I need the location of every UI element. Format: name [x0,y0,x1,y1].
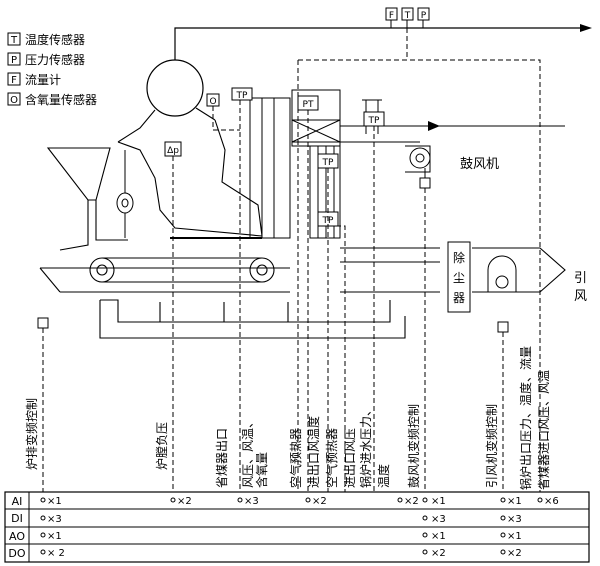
ai-count-8: ×6 [544,496,559,507]
label-furnace-pressure: 炉膛负压 [155,422,169,470]
top-sensor-f: F [389,11,394,21]
sensor-tp1: TP [236,91,248,101]
furnace-walls [117,119,263,239]
sensor-o: O [209,97,216,107]
legend-item-temperature: T 温度传感器 [7,32,85,47]
di-count-1: ×3 [47,514,62,525]
chain-grate [39,257,290,293]
label-econ-out-1: 省煤器出口 [215,428,229,488]
io-row-ao: AO [9,530,25,543]
ao-counts: ×1 ×1 ×1 [40,531,522,542]
ai-count-4: ×2 [312,496,327,507]
ai-count-2: ×2 [177,496,192,507]
label-airheater-3: 空气预热器 [324,428,339,488]
di-count-3: ×3 [507,514,522,525]
label-econ-out-3: 含氧量 [254,452,269,488]
legend-text-pressure: 压力传感器 [25,52,85,67]
air-inlet-duct [340,121,565,143]
ai-count-5: ×2 [404,496,419,507]
label-boiler-out-2: 省煤器进口风压、风温 [537,370,551,490]
ao-count-2: ×1 [431,531,446,542]
legend-symbol-p: P [11,55,17,66]
sensor-pt-tag: PT [297,95,319,111]
induced-fan-label-1: 引 [574,271,587,286]
label-blower-control: 鼓风机变频控制 [406,404,421,488]
label-feedwater-2: 温度 [376,464,391,488]
steam-outlet-pipe [174,24,592,60]
ai-count-7: ×1 [507,496,522,507]
label-airheater-1: 空气预热器 [288,428,303,488]
air-plenum [99,299,406,339]
legend-item-oxygen: O 含氧量传感器 [7,92,97,107]
dust-collector-char-2: 尘 [453,271,465,285]
ao-count-1: ×1 [47,531,62,542]
legend-symbol-t: T [10,35,18,46]
induced-draft-fan [487,255,517,293]
ai-count-6: ×1 [431,496,446,507]
label-feedwater-1: 锅炉进水压力、 [358,404,373,488]
induced-fan-label-2: 风 [574,289,587,304]
do-count-3: ×2 [507,548,522,559]
di-counts: ×3 ×3 ×3 [40,514,522,525]
sensor-pt: PT [303,100,314,110]
sensor-o-tag: O [206,93,220,107]
steam-drum [146,59,204,117]
legend-text-flow: 流量计 [25,73,61,87]
ao-count-3: ×1 [507,531,522,542]
ai-counts: ×1 ×2 ×3 ×2 ×2 ×1 ×1 ×6 [40,496,559,507]
legend-item-pressure: P 压力传感器 [7,52,85,67]
boiler-convection-bank [249,89,341,239]
label-econ-out-2: 风压、风温、 [241,416,255,488]
label-grate-control: 炉排变频控制 [24,398,39,470]
legend: T 温度传感器 P 压力传感器 F 流量计 O 含氧量传感器 [7,32,97,107]
legend-text-temperature: 温度传感器 [25,32,85,47]
label-airheater-4: 进出口风压 [343,428,357,488]
coal-hopper [46,147,128,251]
sensor-tp3: TP [322,158,334,168]
io-row-ai: AI [12,495,23,508]
io-table: AI DI AO DO ×1 ×2 ×3 ×2 ×2 ×1 ×1 ×6 ×3 [4,491,590,563]
dust-collector: 除 尘 器 [447,241,471,313]
vertical-labels: 炉排变频控制 炉膛负压 省煤器出口 风压、风温、 含氧量 空气预热器 进出口风温… [24,346,551,490]
legend-symbol-f: F [11,75,17,86]
do-count-1: × 2 [47,548,65,559]
top-sensor-p: P [421,11,427,21]
legend-text-oxygen: 含氧量传感器 [25,92,97,107]
io-row-di: DI [11,512,23,525]
legend-item-flow: F 流量计 [7,72,61,87]
induced-motor [497,321,509,333]
blower-fan [405,145,431,189]
sensor-tp3-tag: TP [317,153,339,169]
legend-symbol-o: O [10,95,18,106]
blower-label: 鼓风机 [460,157,499,172]
dust-collector-char-3: 器 [453,291,465,305]
sensor-tp2: TP [368,116,380,126]
grate-motor [37,317,49,329]
signal-lines [42,20,541,492]
label-induced-control: 引风机变频控制 [484,404,499,488]
io-row-do: DO [8,547,25,560]
furnace-dp-sensor: Δp [167,146,179,156]
ai-count-1: ×1 [47,496,62,507]
di-count-2: ×3 [431,514,446,525]
sensor-tp2-tag: TP [362,99,385,134]
furnace-pressure-tag: Δp [164,141,182,157]
label-boiler-out-1: 锅炉出口压力、温度、流量 [518,346,533,490]
sensor-tp1-tag: TP [231,87,253,101]
label-airheater-2: 进出口风温度 [306,416,321,488]
dust-collector-char-1: 除 [453,250,465,265]
ai-count-3: ×3 [244,496,259,507]
hopper-valve [116,150,134,238]
do-counts: × 2 ×2 ×2 [40,548,522,559]
do-count-2: ×2 [431,548,446,559]
flue-duct [340,247,566,293]
top-sensor-t: T [404,11,411,21]
